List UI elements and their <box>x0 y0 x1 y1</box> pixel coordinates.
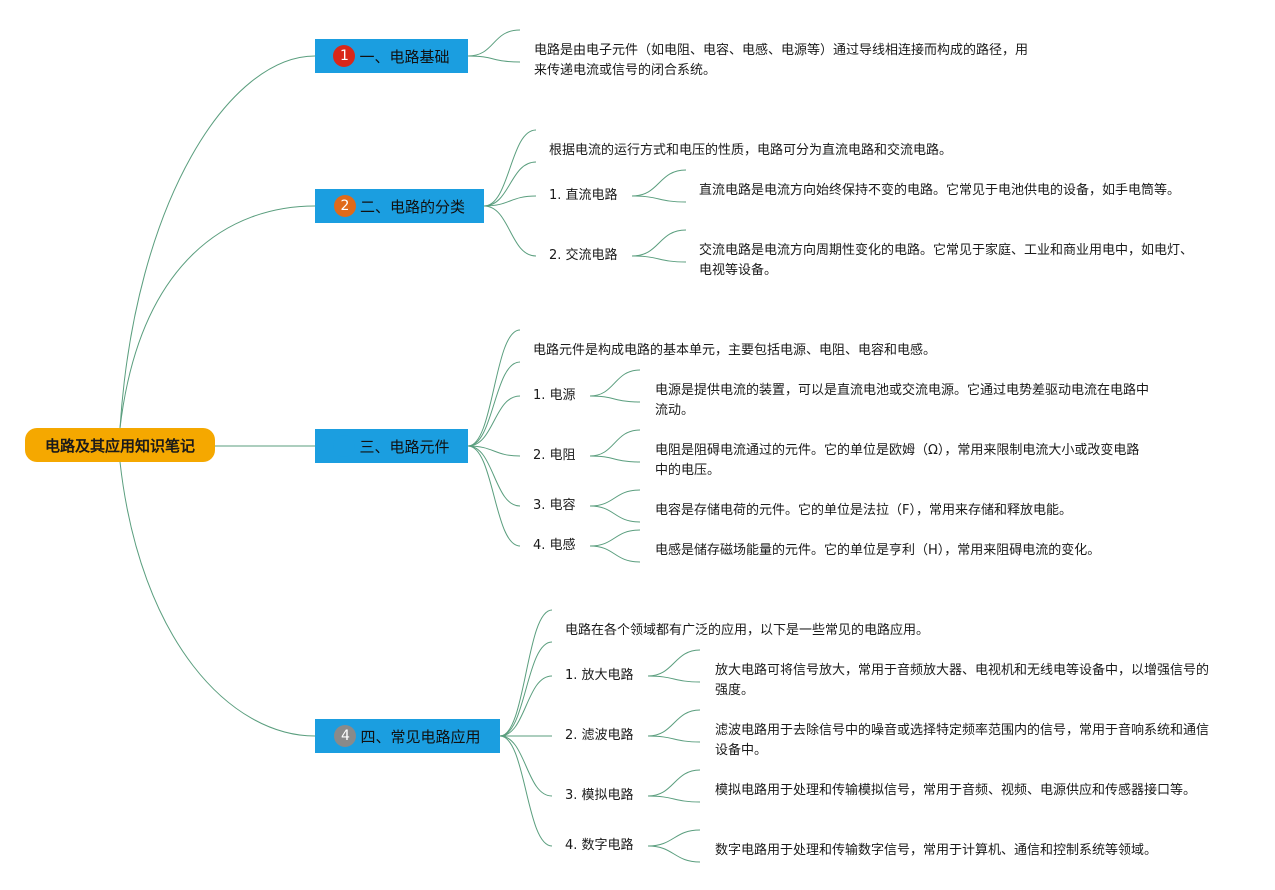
link-s3-item2 <box>467 445 521 457</box>
link-root-s1 <box>119 55 316 429</box>
link-s2-item1 <box>483 195 537 207</box>
section-3-item-1-desc[interactable]: 电源是提供电流的装置，可以是直流电池或交流电源。它通过电势差驱动电流在电路中流动… <box>655 383 1150 418</box>
link-s4-i2-top <box>647 709 701 737</box>
section-4-item-4-desc[interactable]: 数字电路用于处理和传输数字信号，常用于计算机、通信和控制系统等领域。 <box>715 843 1158 858</box>
link-s3-i3-desc <box>589 505 641 523</box>
root-topic-label: 电路及其应用知识笔记 <box>44 436 195 455</box>
section-4-item-2-desc[interactable]: 滤波电路用于去除信号中的噪音或选择特定频率范围内的信号，常用于音响系统和通信设备… <box>715 723 1210 758</box>
section-4-item-1-desc[interactable]: 放大电路可将信号放大，常用于音频放大器、电视机和无线电等设备中，以增强信号的强度… <box>715 663 1210 698</box>
link-s4-i3-desc <box>647 795 701 803</box>
section-2-item-1-desc[interactable]: 直流电路是电流方向始终保持不变的电路。它常见于电池供电的设备，如手电筒等。 <box>699 183 1181 198</box>
section-2-intro[interactable]: 根据电流的运行方式和电压的性质，电路可分为直流电路和交流电路。 <box>549 143 953 158</box>
link-s2-i2-top <box>631 229 687 257</box>
section-3-title: 三、电路元件 <box>359 437 450 456</box>
section-1-title: 一、电路基础 <box>359 47 450 66</box>
section-3-item-3-label[interactable]: 3. 电容 <box>533 498 576 513</box>
link-s4-item1 <box>499 675 553 737</box>
number-badge-3 <box>333 435 356 457</box>
link-s3-top <box>467 329 521 447</box>
section-4-item-3-desc[interactable]: 模拟电路用于处理和传输模拟信号，常用于音频、视频、电源供应和传感器接口等。 <box>715 783 1197 798</box>
link-s3-item4 <box>467 445 521 547</box>
link-s3-item1 <box>467 395 521 447</box>
section-3-item-2-label[interactable]: 2. 电阻 <box>533 448 576 463</box>
link-s1-top <box>467 29 521 57</box>
link-s4-i4-desc <box>647 845 701 863</box>
section-3-intro[interactable]: 电路元件是构成电路的基本单元，主要包括电源、电阻、电容和电感。 <box>533 343 937 358</box>
link-s2-i1-desc <box>631 195 687 203</box>
link-s3-item3 <box>467 445 521 507</box>
link-s3-i1-desc <box>589 395 641 403</box>
section-4-intro[interactable]: 电路在各个领域都有广泛的应用，以下是一些常见的电路应用。 <box>565 623 930 638</box>
link-s4-i1-top <box>647 649 701 677</box>
section-4-title: 四、常见电路应用 <box>360 727 481 746</box>
section-1-topic[interactable]: 1 一、电路基础 <box>315 39 468 73</box>
section-4-item-4-label[interactable]: 4. 数字电路 <box>565 838 634 853</box>
link-s4-item4 <box>499 735 553 847</box>
section-4-item-3-label[interactable]: 3. 模拟电路 <box>565 788 634 803</box>
link-s4-intro <box>499 641 553 737</box>
link-s2-i1-top <box>631 169 687 197</box>
link-s2-intro <box>483 161 537 207</box>
section-2-item-2-desc[interactable]: 交流电路是电流方向周期性变化的电路。它常见于家庭、工业和商业用电中，如电灯、电视… <box>699 243 1194 278</box>
link-root-s4 <box>119 461 316 737</box>
link-s3-i1-top <box>589 369 641 397</box>
section-3-item-4-label[interactable]: 4. 电感 <box>533 538 576 553</box>
link-s2-item2 <box>483 205 537 257</box>
link-root-s2 <box>119 205 316 429</box>
link-s3-i4-desc <box>589 545 641 563</box>
link-s4-i4-top <box>647 829 701 847</box>
link-s3-i3-top <box>589 489 641 507</box>
section-4-topic[interactable]: 4 四、常见电路应用 <box>315 719 500 753</box>
link-s4-item3 <box>499 735 553 797</box>
link-s3-i2-top <box>589 429 641 457</box>
section-3-item-3-desc[interactable]: 电容是存储电荷的元件。它的单位是法拉（F），常用来存储和释放电能。 <box>655 503 1072 518</box>
section-1-desc[interactable]: 电路是由电子元件（如电阻、电容、电感、电源等）通过导线相连接而构成的路径，用来传… <box>534 43 1029 78</box>
link-s3-i4-top <box>589 529 641 547</box>
root-topic[interactable]: 电路及其应用知识笔记 <box>25 428 215 462</box>
link-s1-desc <box>467 55 521 63</box>
link-s4-i3-top <box>647 769 701 797</box>
link-s2-top <box>483 129 537 207</box>
number-badge-1: 1 <box>333 45 356 67</box>
section-4-item-1-label[interactable]: 1. 放大电路 <box>565 668 634 683</box>
number-badge-2: 2 <box>333 195 356 217</box>
link-s4-top <box>499 609 553 737</box>
section-3-item-1-label[interactable]: 1. 电源 <box>533 388 576 403</box>
section-3-item-4-desc[interactable]: 电感是储存磁场能量的元件。它的单位是亨利（H），常用来阻碍电流的变化。 <box>655 543 1101 558</box>
link-s2-i2-desc <box>631 255 687 263</box>
link-s3-intro <box>467 361 521 447</box>
section-2-item-1-label[interactable]: 1. 直流电路 <box>549 188 618 203</box>
link-s4-i2-desc <box>647 735 701 743</box>
section-4-item-2-label[interactable]: 2. 滤波电路 <box>565 728 634 743</box>
number-badge-4: 4 <box>334 725 357 747</box>
section-2-topic[interactable]: 2 二、电路的分类 <box>315 189 484 223</box>
section-2-item-2-label[interactable]: 2. 交流电路 <box>549 248 618 263</box>
section-3-item-2-desc[interactable]: 电阻是阻碍电流通过的元件。它的单位是欧姆（Ω），常用来限制电流大小或改变电路中的… <box>655 443 1140 478</box>
link-s4-i1-desc <box>647 675 701 683</box>
section-3-topic[interactable]: 三、电路元件 <box>315 429 468 463</box>
section-2-title: 二、电路的分类 <box>359 197 465 216</box>
link-s3-i2-desc <box>589 455 641 463</box>
